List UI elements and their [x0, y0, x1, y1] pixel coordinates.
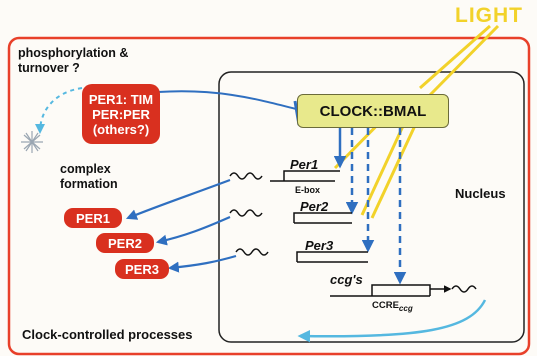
translation-per2-arrow: [155, 215, 231, 246]
per3-gene-label: Per3: [305, 238, 334, 253]
complex-formation-line1: complex: [60, 162, 111, 176]
gene-per3: [235, 248, 368, 263]
phosphorylation-line1: phosphorylation &: [18, 46, 129, 60]
complex-line1: PER1: TIM: [88, 91, 154, 107]
per2-gene-label: Per2: [300, 199, 329, 214]
per3-protein: PER3: [115, 259, 169, 279]
nucleus-label: Nucleus: [455, 186, 506, 201]
complex-line3: (others?): [92, 121, 150, 137]
degradation-starburst: [21, 131, 43, 153]
ccre-label: CCREccg: [372, 300, 413, 313]
light-label: LIGHT: [455, 4, 523, 27]
translation-per1-arrow: [125, 178, 231, 220]
phosphorylation-arrow: [35, 87, 83, 134]
inhibition-line: [157, 90, 301, 111]
translation-per3-arrow: [167, 254, 237, 273]
ccre-main: CCRE: [372, 300, 399, 311]
clock-bmal-box: CLOCK::BMAL: [297, 94, 449, 128]
gene-per1: [229, 170, 340, 182]
complex-formation-line2: formation: [60, 177, 118, 191]
outer-frame: [7, 36, 531, 356]
output-arrow: [297, 299, 487, 343]
ccgs-gene-label: ccg's: [330, 272, 363, 287]
nucleus-box: [218, 71, 525, 343]
complex-box: PER1: TIM PER:PER (others?): [82, 84, 160, 144]
ccre-sub: ccg: [398, 303, 413, 313]
gene-per2: [229, 209, 352, 224]
per2-protein: PER2: [96, 233, 154, 253]
ebox-label: E-box: [295, 185, 321, 195]
phosphorylation-label: phosphorylation & turnover ?: [18, 46, 128, 76]
complex-line2: PER:PER: [92, 106, 150, 122]
per1-protein: PER1: [64, 208, 122, 228]
clock-controlled-label: Clock-controlled processes: [22, 327, 193, 342]
complex-formation-label: complex formation: [60, 162, 118, 192]
per1-gene-label: Per1: [290, 157, 319, 172]
phosphorylation-line2: turnover ?: [18, 61, 80, 75]
gene-ccg: [330, 284, 477, 297]
